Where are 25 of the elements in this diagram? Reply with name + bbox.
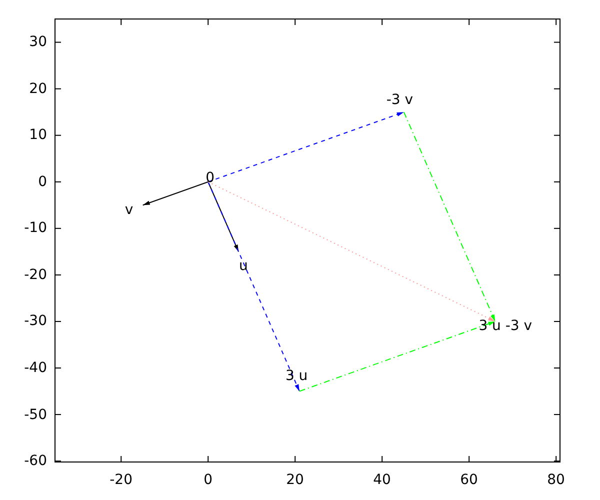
- y-tick-label: 0: [38, 174, 47, 190]
- y-tick-label: -40: [24, 360, 47, 376]
- y-tick-label: -10: [24, 220, 47, 236]
- vector-arrow: [208, 181, 496, 322]
- y-tick-label: -30: [24, 313, 47, 330]
- y-tick-label: 10: [29, 127, 47, 144]
- y-tick-label: 20: [29, 80, 47, 97]
- vector-arrow: [142, 181, 209, 206]
- x-tick-label: -20: [110, 472, 132, 488]
- point-label: v: [124, 202, 134, 218]
- point-label: u: [239, 258, 248, 274]
- x-tick-label: 20: [286, 472, 304, 488]
- x-tick-label: 0: [204, 472, 213, 488]
- y-tick-label: -50: [24, 406, 47, 423]
- y-tick-label: -60: [24, 453, 47, 470]
- vector-arrow: [403, 112, 496, 322]
- y-tick-label: -20: [24, 266, 47, 283]
- x-tick-label: 60: [460, 472, 478, 488]
- x-tick-label: 40: [373, 472, 391, 488]
- vector-arrow: [208, 181, 300, 392]
- y-tick-label: 30: [29, 34, 47, 50]
- x-tick-label: 80: [547, 472, 565, 488]
- vector-arrow: [298, 320, 496, 392]
- point-label: 3 u: [285, 368, 308, 384]
- point-label: -3 v: [386, 92, 414, 108]
